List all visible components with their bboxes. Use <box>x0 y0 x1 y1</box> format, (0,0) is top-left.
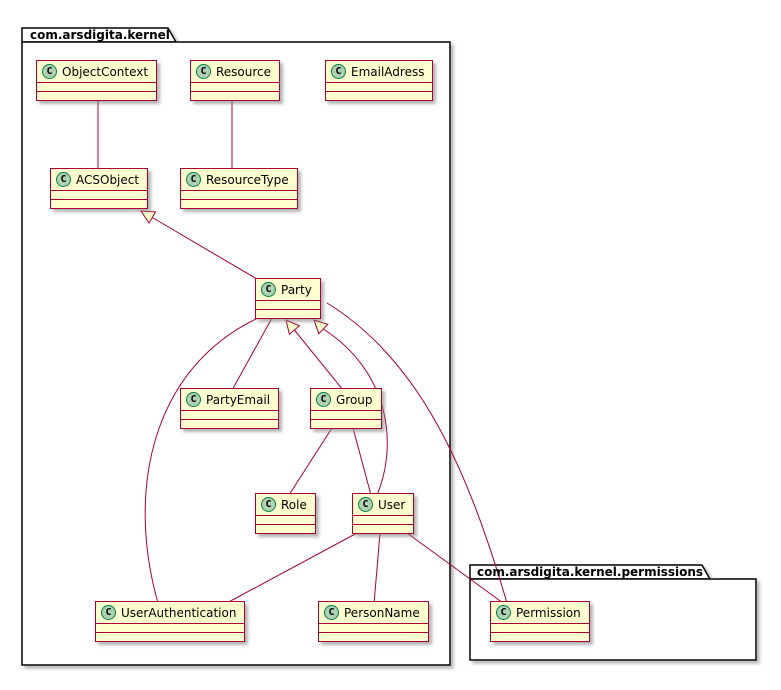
methods-compartment <box>37 91 157 100</box>
class-c-icon: C <box>101 605 116 620</box>
class-resourcetype: C ResourceType <box>180 168 298 209</box>
fields-compartment <box>491 623 589 632</box>
class-c-icon: C <box>261 282 276 297</box>
methods-compartment <box>96 632 245 641</box>
edge-group-role <box>288 427 333 496</box>
package-title-kernel: com.arsdigita.kernel <box>30 28 170 42</box>
class-c-icon: C <box>261 497 276 512</box>
methods-compartment <box>256 309 320 318</box>
class-header: C UserAuthentication <box>96 602 244 623</box>
class-personname: C PersonName <box>318 601 429 642</box>
class-name: Group <box>336 392 373 407</box>
fields-compartment <box>256 300 320 309</box>
edge-group-extends-party <box>294 329 344 391</box>
methods-compartment <box>181 199 297 208</box>
edge-group-user <box>352 427 372 496</box>
class-header: C PartyEmail <box>181 389 278 410</box>
package-kernel-shape <box>21 27 451 666</box>
class-header: C Party <box>256 279 320 300</box>
class-header: C ResourceType <box>181 169 297 190</box>
methods-compartment <box>319 632 428 641</box>
edge-user-extends-party <box>323 328 388 496</box>
methods-compartment <box>491 632 589 641</box>
class-header: C User <box>353 494 413 515</box>
class-emailadress: C EmailAdress <box>325 60 434 101</box>
class-acsobject: C ACSObject <box>50 168 149 209</box>
fields-compartment <box>37 82 157 91</box>
class-c-icon: C <box>316 392 331 407</box>
methods-compartment <box>51 199 148 208</box>
methods-compartment <box>326 91 433 100</box>
edge-party-extends-acsobject <box>152 217 263 283</box>
generalization-arrow-acsobject <box>140 210 157 225</box>
class-header: C ACSObject <box>51 169 147 190</box>
class-c-icon: C <box>496 605 511 620</box>
fields-compartment <box>191 82 280 91</box>
fields-compartment <box>353 515 414 524</box>
edge-permission-party <box>326 302 508 604</box>
class-name: Party <box>281 282 312 297</box>
fields-compartment <box>181 410 279 419</box>
class-header: C PersonName <box>319 602 428 623</box>
class-objectcontext: C ObjectContext <box>36 60 158 101</box>
fields-compartment <box>181 190 297 199</box>
generalization-arrow-party-user <box>313 319 329 335</box>
edge-partyemail-party <box>230 317 273 393</box>
class-c-icon: C <box>186 172 201 187</box>
fields-compartment <box>311 410 381 419</box>
class-c-icon: C <box>42 64 57 79</box>
generalization-arrow-party-group <box>285 319 301 336</box>
class-name: UserAuthentication <box>121 605 237 620</box>
package-title-permissions: com.arsdigita.kernel.permissions <box>477 565 704 579</box>
methods-compartment <box>181 419 279 428</box>
class-name: EmailAdress <box>351 64 425 79</box>
class-c-icon: C <box>358 497 373 512</box>
class-header: C Role <box>256 494 315 515</box>
class-c-icon: C <box>56 172 71 187</box>
class-group: C Group <box>310 388 382 429</box>
class-name: ResourceType <box>206 172 289 187</box>
edge-user-permission <box>406 532 504 604</box>
class-name: ObjectContext <box>62 64 149 79</box>
class-user: C User <box>352 493 415 534</box>
methods-compartment <box>191 91 280 100</box>
class-partyemail: C PartyEmail <box>180 388 280 429</box>
fields-compartment <box>319 623 428 632</box>
edge-userauthentication-party <box>144 317 259 604</box>
class-header: C ObjectContext <box>37 61 156 82</box>
class-header: C EmailAdress <box>326 61 432 82</box>
class-c-icon: C <box>186 392 201 407</box>
class-name: ACSObject <box>76 172 140 187</box>
fields-compartment <box>51 190 148 199</box>
class-c-icon: C <box>331 64 346 79</box>
class-resource: C Resource <box>190 60 281 101</box>
methods-compartment <box>256 524 315 533</box>
fields-compartment <box>256 515 315 524</box>
class-userauthentication: C UserAuthentication <box>95 601 246 642</box>
methods-compartment <box>353 524 414 533</box>
class-header: C Permission <box>491 602 589 623</box>
class-party: C Party <box>255 278 321 319</box>
class-c-icon: C <box>324 605 339 620</box>
class-name: Role <box>281 497 307 512</box>
methods-compartment <box>311 419 381 428</box>
class-role: C Role <box>255 493 316 534</box>
class-header: C Resource <box>191 61 279 82</box>
class-name: Resource <box>216 64 272 79</box>
class-name: Permission <box>516 605 581 620</box>
fields-compartment <box>326 82 433 91</box>
fields-compartment <box>96 623 245 632</box>
class-permission: C Permission <box>490 601 590 642</box>
class-name: User <box>378 497 406 512</box>
class-header: C Group <box>311 389 381 410</box>
edge-user-userauthentication <box>224 532 358 605</box>
class-c-icon: C <box>196 64 211 79</box>
edge-user-personname <box>373 532 381 605</box>
class-name: PersonName <box>344 605 420 620</box>
class-name: PartyEmail <box>206 392 271 407</box>
